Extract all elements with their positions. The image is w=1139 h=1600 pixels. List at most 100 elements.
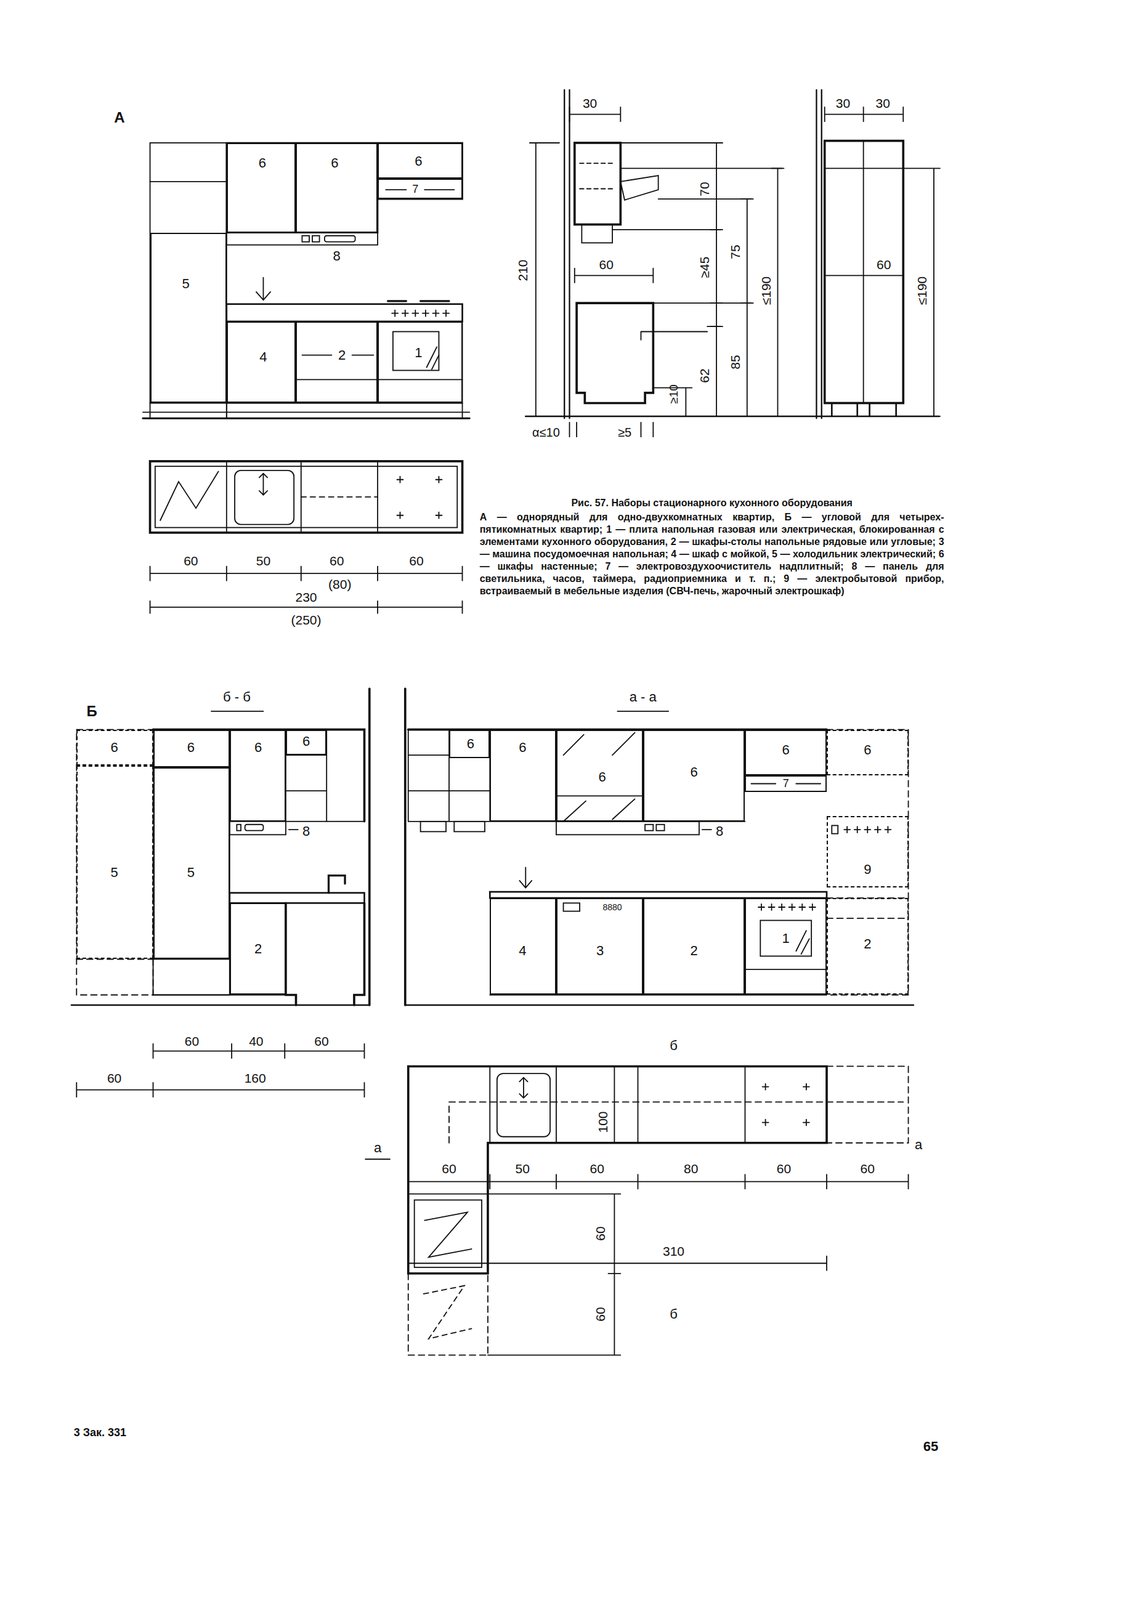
dimension: 160 bbox=[244, 1071, 267, 1085]
plan-b-part bbox=[408, 1273, 488, 1356]
elevation-b-b-part bbox=[288, 829, 299, 831]
callout-number: 2 bbox=[338, 348, 346, 363]
elevation-a-part bbox=[226, 402, 463, 419]
section-drawing bbox=[525, 89, 939, 437]
section-drawing-part bbox=[579, 163, 616, 189]
elevation-a-a-part bbox=[405, 1004, 914, 1007]
cabinet-box: 6 bbox=[643, 729, 746, 822]
plan-b-part bbox=[408, 1066, 827, 1274]
tall-cabinet-section-part bbox=[824, 141, 904, 404]
elevation-a-part bbox=[324, 235, 356, 243]
elevation-a-a-part bbox=[563, 903, 581, 912]
dimension: ≥10 bbox=[667, 384, 680, 405]
section-drawing-part bbox=[710, 142, 723, 417]
elevation-a-a-part bbox=[826, 898, 909, 919]
section-drawing-part bbox=[620, 175, 658, 201]
dimension: 60 bbox=[107, 1071, 122, 1085]
cabinet-box: 1 bbox=[744, 898, 827, 995]
callout-number: 2 bbox=[863, 937, 872, 952]
section-drawing-part bbox=[612, 142, 782, 327]
dimension: 50 bbox=[515, 1162, 530, 1176]
elevation-a-a-part bbox=[563, 733, 636, 822]
elevation-a-a-part bbox=[519, 867, 532, 888]
cabinet-box: 4 bbox=[489, 898, 557, 995]
cabinet-box: 6 bbox=[556, 729, 644, 822]
plan-a-part bbox=[301, 496, 378, 498]
elevation-a-part bbox=[388, 299, 450, 302]
cabinet-box: 2 bbox=[643, 898, 746, 995]
callout-number: 9 bbox=[863, 863, 872, 877]
elevation-a-a-part bbox=[843, 826, 891, 833]
plan-a-part bbox=[234, 470, 294, 525]
dimension: 60 bbox=[441, 1162, 456, 1176]
section-drawing-part bbox=[564, 89, 570, 419]
dimension: 210 bbox=[516, 259, 530, 282]
cabinet-box: 3 bbox=[556, 898, 644, 995]
tall-cabinet-section-part bbox=[824, 141, 904, 404]
dimension: 85 bbox=[728, 354, 742, 369]
figure-caption: Рис. 57. Наборы стационарного кухонного … bbox=[479, 497, 945, 510]
plan-a-part bbox=[259, 473, 268, 496]
elevation-a-part bbox=[142, 417, 470, 420]
cabinet-box: 5 bbox=[150, 232, 227, 404]
cabinet-box: 1 bbox=[377, 321, 463, 404]
elevation-a-part bbox=[226, 321, 463, 404]
elevation-a-part bbox=[150, 142, 227, 419]
section-mark: а bbox=[914, 1138, 923, 1152]
elevation-b-b-part bbox=[211, 710, 264, 713]
section-drawing-part bbox=[574, 268, 654, 283]
dimension: 30 bbox=[875, 96, 890, 110]
dimension: 50 bbox=[256, 553, 271, 567]
section-drawing-part bbox=[640, 331, 708, 340]
cabinet-box: 9 bbox=[826, 816, 909, 888]
elevation-b-b-part bbox=[71, 1004, 370, 1007]
elevation-b-b-part bbox=[229, 893, 365, 904]
section-drawing-part bbox=[771, 168, 785, 417]
callout-number: 6 bbox=[110, 741, 118, 755]
section-drawing-part bbox=[569, 422, 654, 437]
elevation-a-part bbox=[226, 232, 378, 246]
elevation-a-a-part bbox=[644, 824, 653, 831]
elevation-a-a-part bbox=[760, 920, 812, 957]
plan-a-part bbox=[150, 566, 463, 581]
cabinet-box: 6 bbox=[826, 729, 909, 777]
cabinet-box: 7 bbox=[744, 775, 827, 793]
callout-number: 6 bbox=[258, 156, 267, 171]
cabinet-box: 6 bbox=[489, 729, 557, 822]
plan-a-part bbox=[396, 476, 442, 519]
elevation-a-part bbox=[391, 310, 450, 317]
elevation-a-a-part bbox=[656, 824, 665, 831]
plan-b-part bbox=[408, 1066, 746, 1194]
callout-number: 2 bbox=[254, 942, 262, 957]
section-drawing-part bbox=[525, 415, 939, 418]
cabinet-box: 5 bbox=[153, 767, 230, 960]
dimension: 60 bbox=[860, 1162, 875, 1176]
plan-b-part bbox=[424, 1212, 472, 1258]
section-drawing-part bbox=[529, 142, 560, 417]
elevation-a-part bbox=[150, 181, 227, 404]
dimension: 60 bbox=[409, 553, 424, 567]
plan-a-part bbox=[226, 461, 378, 533]
section-drawing-part bbox=[574, 142, 621, 225]
cabinet-box: 2 bbox=[826, 898, 909, 995]
dimension: ≤190 bbox=[758, 276, 772, 306]
cabinet-box: 6 bbox=[285, 729, 327, 756]
cabinet-box: 6 bbox=[76, 729, 153, 766]
callout-number: 6 bbox=[330, 156, 339, 171]
elevation-b-b-part bbox=[236, 824, 241, 831]
callout-number: 6 bbox=[302, 734, 310, 749]
plan-b-part bbox=[826, 1066, 909, 1143]
elevation-a-a-part bbox=[702, 829, 712, 831]
elevation-b-b-part bbox=[328, 875, 345, 894]
plan-b-part bbox=[365, 1158, 390, 1160]
callout-number: 6 bbox=[187, 741, 195, 755]
callout-number: 6 bbox=[254, 741, 262, 755]
plan-a-part bbox=[155, 466, 458, 528]
dimension: 60 bbox=[776, 1162, 791, 1176]
section-drawing-part bbox=[581, 224, 613, 244]
elevation-a-part bbox=[385, 189, 454, 191]
elevation-b-b-part bbox=[245, 824, 264, 831]
elevation-a bbox=[142, 142, 470, 419]
